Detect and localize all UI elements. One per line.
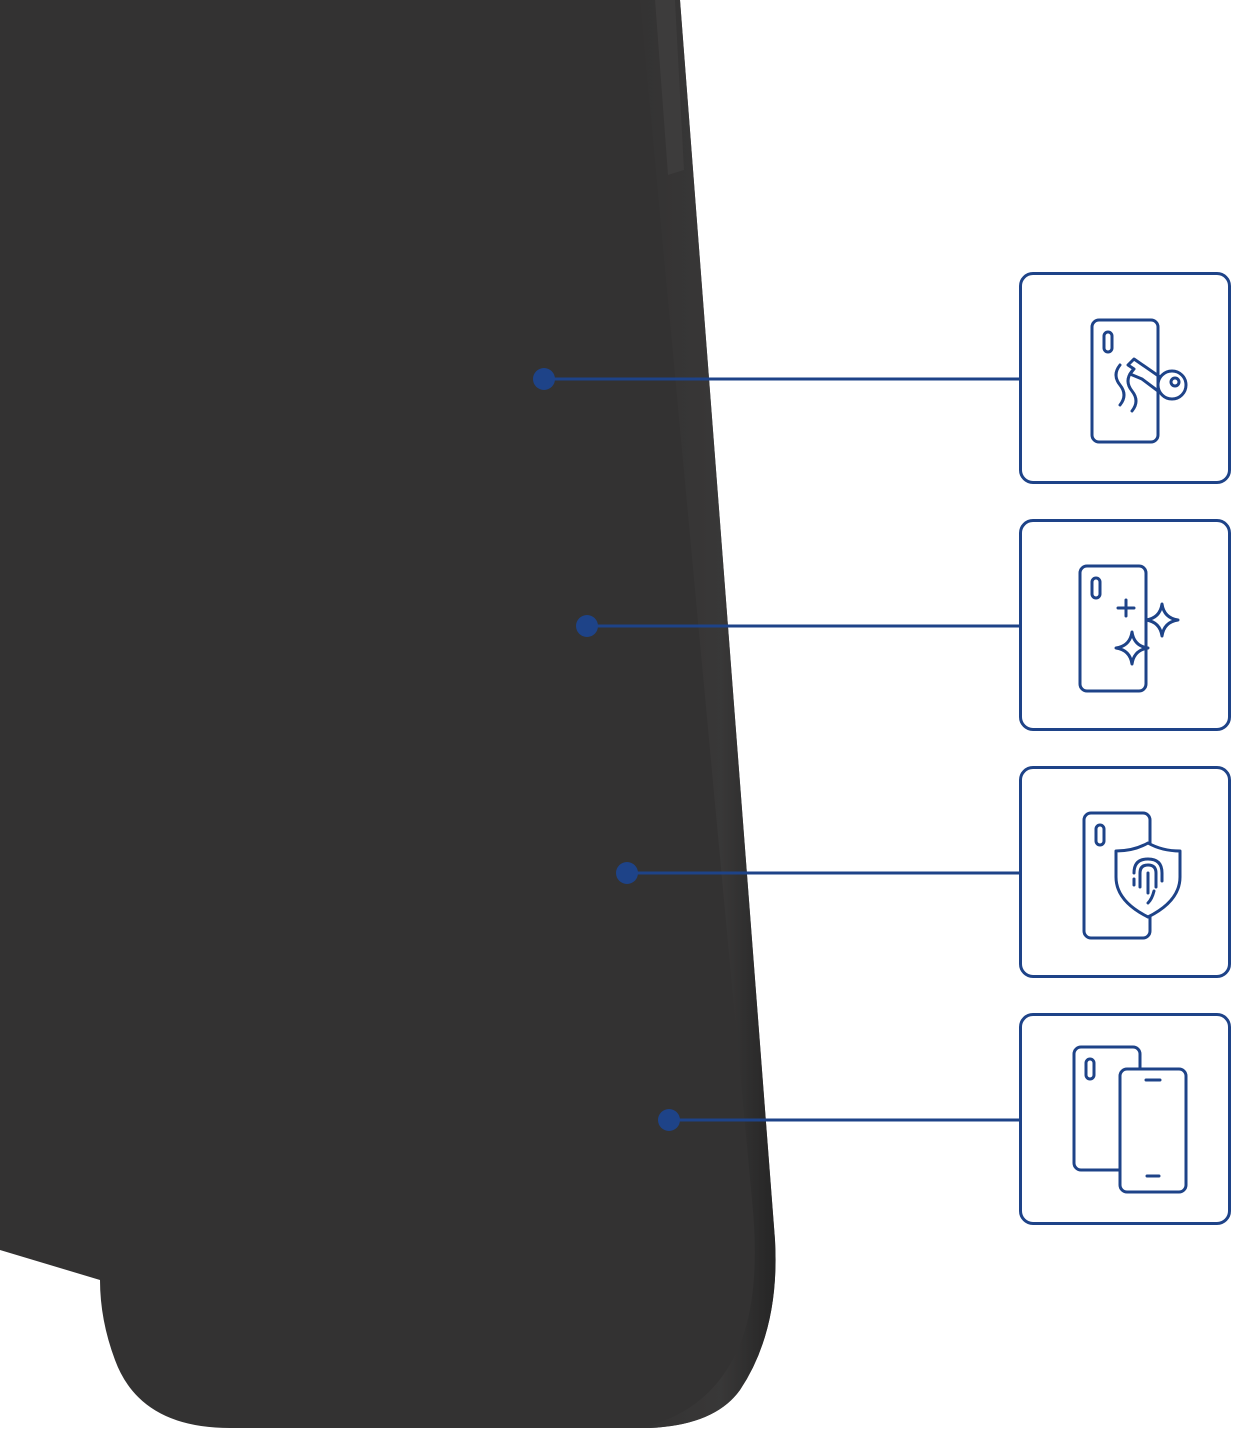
phone-sparkle-clean-icon [1078,564,1180,693]
connector-dot [533,368,555,390]
feature-box-scratch [1019,272,1231,484]
feature-box-clean [1019,519,1231,731]
phone-case-body [0,0,776,1428]
phone-shield-fingerprint-icon [1082,811,1182,940]
phone-case-side-edge [640,0,776,1428]
feature-box-fit [1019,1013,1231,1225]
connector-dot [576,615,598,637]
phone-front-back-fit-icon [1072,1045,1188,1194]
phone-scratch-key-resistant-icon [1090,318,1188,444]
feature-box-protect [1019,766,1231,978]
connector-dot [658,1109,680,1131]
connector-dot [616,862,638,884]
side-button [655,0,684,175]
